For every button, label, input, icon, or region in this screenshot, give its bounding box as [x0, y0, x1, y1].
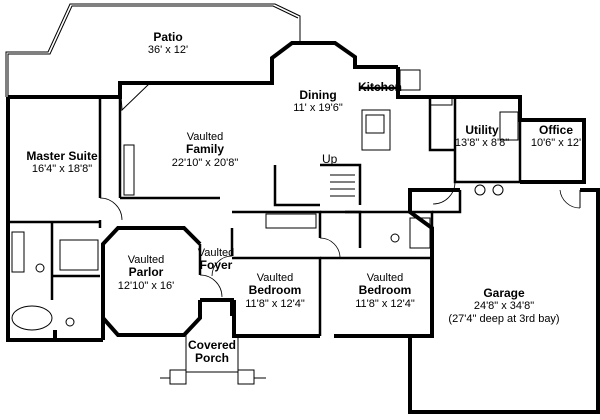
- utility-dims: 13'8" x 8'8": [454, 137, 510, 150]
- office-dims: 10'6" x 12': [530, 137, 582, 150]
- dining-label: Dining 11' x 19'6": [293, 88, 343, 115]
- kitchen-label: Kitchen: [357, 80, 403, 94]
- bedroom-1-label: Vaulted Bedroom 11'8" x 12'4": [245, 272, 305, 310]
- garage-name: Garage: [483, 286, 525, 300]
- garage-label: Garage 24'8" x 34'8" (27'4" deep at 3rd …: [448, 286, 560, 325]
- porch-qualifier: Covered: [187, 338, 237, 352]
- dining-name: Dining: [299, 88, 337, 102]
- parlor-name: Parlor: [128, 265, 164, 280]
- master-suite-label: Master Suite 16'4" x 18'8": [26, 149, 98, 176]
- family-qualifier: Vaulted: [186, 131, 224, 143]
- garage-note: (27'4" deep at 3rd bay): [448, 312, 560, 325]
- door-swings: [99, 181, 581, 298]
- master-suite-dims: 16'4" x 18'8": [31, 163, 93, 176]
- bedroom-2-label: Vaulted Bedroom 11'8" x 12'4": [355, 272, 415, 310]
- master-suite-name: Master Suite: [26, 149, 98, 163]
- foyer-label: Vaulted Foyer: [198, 247, 235, 273]
- utility-label: Utility 13'8" x 8'8": [454, 123, 510, 150]
- family-name: Family: [185, 142, 225, 157]
- foyer-name: Foyer: [199, 258, 233, 273]
- porch-label: Covered Porch: [187, 338, 237, 366]
- parlor-dims: 12'10" x 16': [117, 279, 175, 292]
- utility-name: Utility: [465, 123, 499, 137]
- family-dims: 22'10" x 20'8": [171, 156, 239, 169]
- interior-walls: [8, 86, 522, 336]
- bedroom-1-name: Bedroom: [248, 283, 302, 298]
- parlor-label: Vaulted Parlor 12'10" x 16': [118, 254, 174, 292]
- bedroom-1-qualifier: Vaulted: [256, 272, 294, 284]
- bedroom-2-dims: 11'8" x 12'4": [355, 297, 415, 310]
- bedroom-1-dims: 11'8" x 12'4": [245, 297, 305, 310]
- garage-dims: 24'8" x 34'8": [473, 300, 535, 313]
- stairs-up-label: Up: [322, 152, 338, 166]
- office-name: Office: [538, 123, 573, 137]
- patio-dims: 36' x 12': [147, 44, 189, 57]
- dining-dims: 11' x 19'6": [293, 102, 343, 115]
- porch-name: Porch: [194, 351, 229, 366]
- foyer-qualifier: Vaulted: [197, 247, 235, 259]
- fixtures: [11, 69, 581, 385]
- family-label: Vaulted Family 22'10" x 20'8": [172, 131, 238, 169]
- kitchen-name: Kitchen: [357, 80, 403, 94]
- patio-label: Patio 36' x 12': [147, 30, 189, 57]
- office-label: Office 10'6" x 12': [530, 123, 582, 150]
- bedroom-2-name: Bedroom: [358, 283, 412, 298]
- parlor-qualifier: Vaulted: [127, 254, 165, 266]
- patio-name: Patio: [153, 30, 183, 44]
- patio-outline: [5, 3, 301, 97]
- bedroom-2-qualifier: Vaulted: [366, 272, 404, 284]
